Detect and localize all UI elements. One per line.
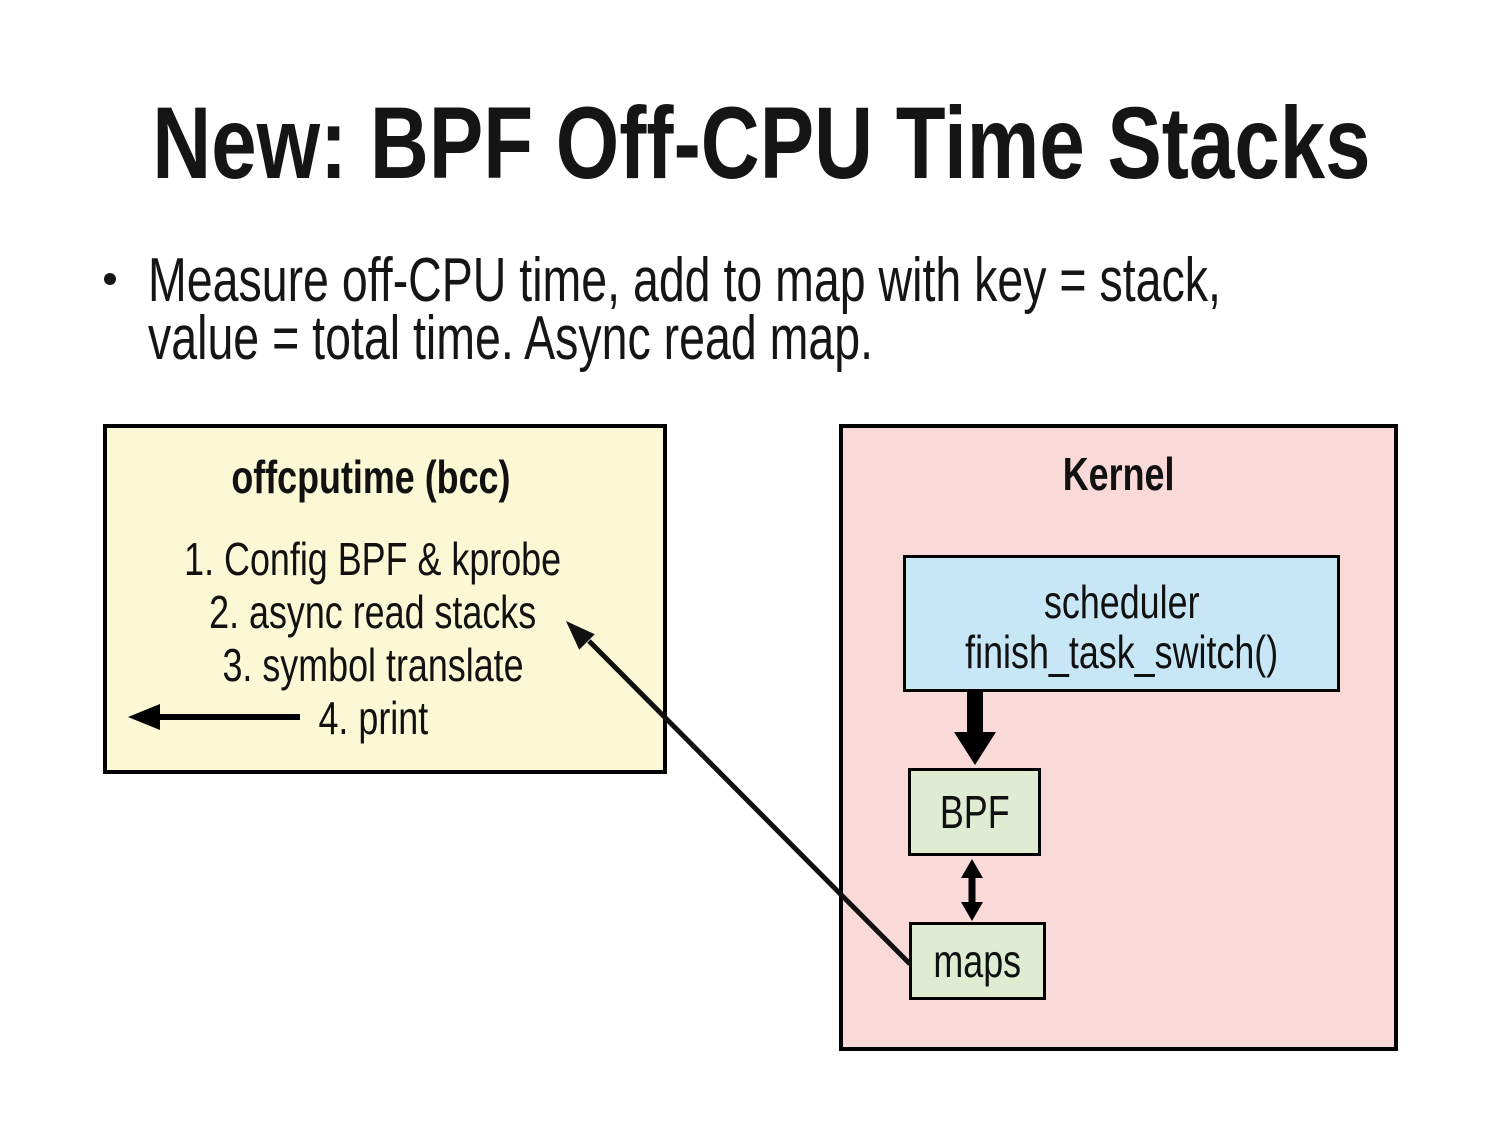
step-item-3: 3. symbol translate (222, 639, 524, 691)
step-item-1: 1. Config BPF & kprobe (184, 533, 562, 585)
bpf-maps-arrow-icon (961, 859, 983, 921)
print-output-arrow-icon (128, 704, 300, 730)
kernel-box-title: Kernel (1062, 448, 1175, 500)
maps-node: maps (909, 922, 1046, 1000)
bullet-line-2: value = total time. Async read map. (148, 304, 874, 373)
offcputime-box: offcputime (bcc) 1. Config BPF & kprobe … (103, 424, 667, 774)
bullet-line-1: Measure off-CPU time, add to map with ke… (148, 246, 1221, 315)
page-title: New: BPF Off-CPU Time Stacks (0, 92, 1500, 194)
bpf-node: BPF (908, 768, 1041, 856)
bullet-item: Measure off-CPU time, add to map with ke… (148, 246, 1500, 373)
offcputime-box-title: offcputime (bcc) (231, 451, 511, 503)
bullet-dot (104, 273, 116, 285)
scheduler-to-bpf-arrow-icon (954, 692, 996, 765)
step-item-4: 4. print (318, 692, 428, 744)
step-item-2: 2. async read stacks (209, 586, 537, 638)
page-title-text: New: BPF Off-CPU Time Stacks (152, 86, 1371, 200)
offcputime-steps: 1. Config BPF & kprobe 2. async read sta… (95, 533, 651, 745)
scheduler-node: scheduler finish_task_switch() (903, 555, 1340, 692)
kernel-box: Kernel scheduler finish_task_switch() BP… (839, 424, 1398, 1051)
scheduler-line-1: scheduler (1043, 575, 1200, 628)
scheduler-line-2: finish_task_switch() (964, 625, 1279, 678)
